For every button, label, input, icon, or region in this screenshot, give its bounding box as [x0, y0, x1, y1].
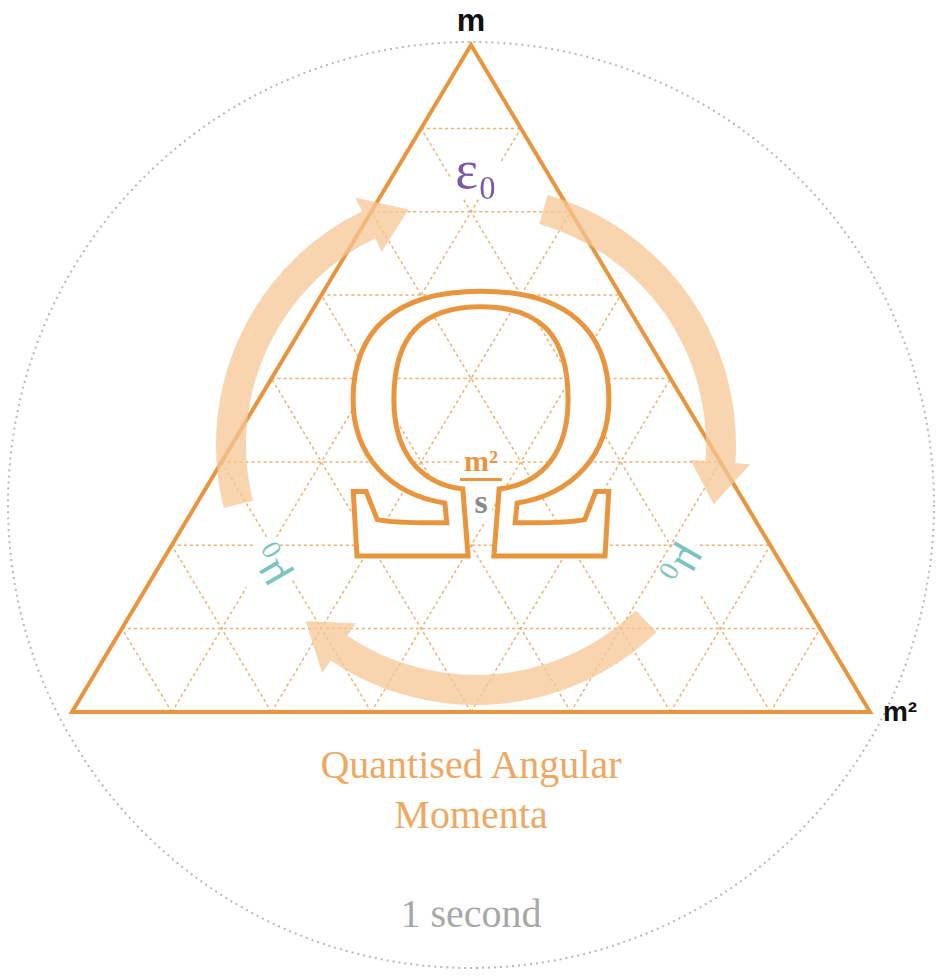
- cycle-arc: [339, 621, 646, 690]
- unit-denominator: s: [470, 483, 491, 521]
- grid-line: [122, 629, 172, 712]
- grid-line: [770, 629, 820, 712]
- vertex-label: m²: [883, 698, 917, 726]
- vertex-label: m: [457, 4, 485, 36]
- unit-numerator: m²: [460, 444, 502, 481]
- triangle-grid: [122, 128, 820, 712]
- arrowhead: [691, 460, 751, 504]
- cycle-arrows: [231, 210, 721, 690]
- grid-line: [122, 628, 820, 630]
- arrowhead: [306, 621, 356, 673]
- constant-symbol: ε₀: [451, 141, 501, 199]
- cycle-arrowheads: [306, 198, 751, 673]
- constant-symbol: μ₀: [654, 534, 722, 601]
- main-triangle: [72, 45, 870, 712]
- title-text: Quantised Angular Momenta: [306, 740, 636, 840]
- constant-symbol: μ₀: [230, 534, 298, 601]
- grid-line: [421, 128, 521, 130]
- outer-circle: [8, 42, 934, 968]
- footer-text: 1 second: [400, 894, 541, 934]
- omega-symbol: Ω: [332, 222, 629, 622]
